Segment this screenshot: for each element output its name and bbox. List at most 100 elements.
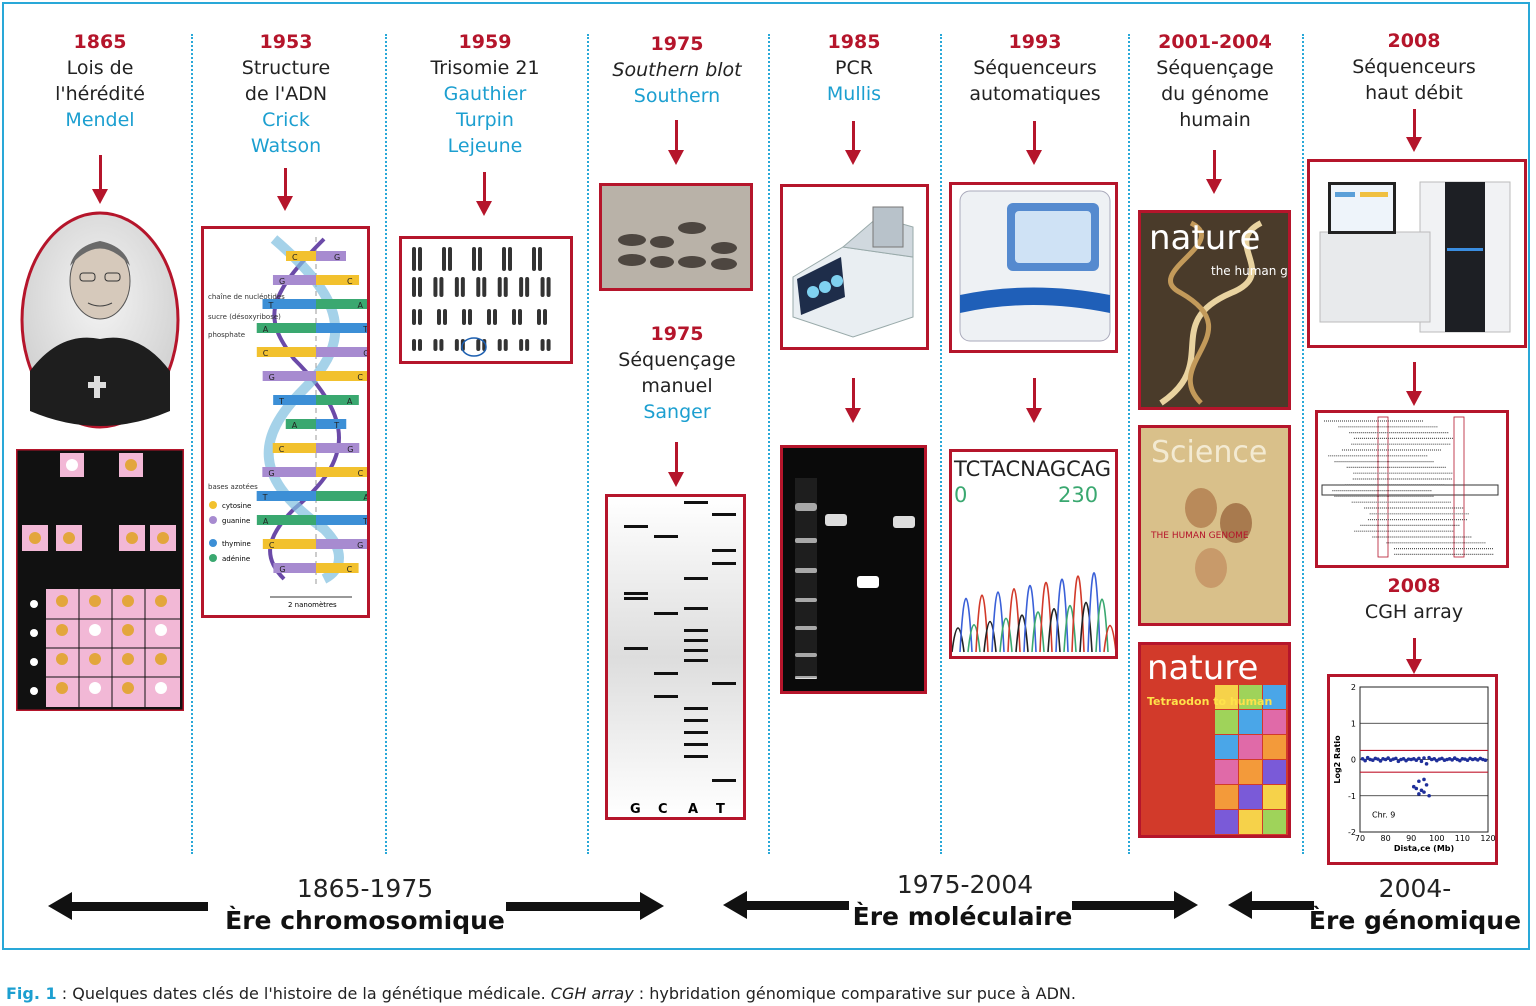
trace-peak <box>1063 604 1077 653</box>
down-arrow-icon <box>845 378 861 423</box>
data-point <box>1417 779 1421 784</box>
data-point <box>1450 758 1454 762</box>
data-point <box>1424 783 1429 787</box>
cover-title: Science <box>1151 435 1267 470</box>
data-point <box>1458 758 1462 763</box>
base-letter: G <box>363 349 367 358</box>
trace-peak <box>952 627 965 653</box>
mendel-cross-grid <box>16 449 184 711</box>
helix-label: phosphate <box>208 331 245 339</box>
scientist-name: Lejeune <box>447 135 523 157</box>
chromosome <box>418 309 422 325</box>
event-year: 1975 <box>650 323 704 345</box>
sanger-gel-image: G C A T <box>608 497 743 817</box>
base-letter: G <box>279 277 285 286</box>
chromosome <box>443 309 447 325</box>
gel-band <box>684 707 708 710</box>
base-letter: A <box>347 397 353 406</box>
base-letter: A <box>292 421 298 430</box>
base-pair <box>316 467 367 477</box>
chromosome <box>519 339 524 351</box>
base-pair <box>316 491 367 501</box>
tetraodon-tile <box>1215 710 1238 734</box>
base-letter: G <box>334 253 340 262</box>
event-line: de l'ADN <box>244 83 328 105</box>
y-tick-label: 2 <box>1351 683 1356 692</box>
event-year: 1975 <box>650 33 704 55</box>
gel-band <box>654 695 678 698</box>
data-point <box>1465 758 1470 763</box>
base-pair <box>256 347 316 357</box>
trace-peak <box>1095 598 1109 653</box>
base-letter: G <box>357 541 363 550</box>
chromatogram-image: TCTACNAGCAG 0 230 <box>952 457 1115 653</box>
base-letter: A <box>363 493 367 502</box>
nature-cover-2004: nature Tetraodon to human <box>1138 642 1291 838</box>
base-letter: C <box>292 253 298 262</box>
event-1865-mendel: 1865 Lois de l'hérédité Mendel <box>20 29 180 133</box>
event-line: haut débit <box>1365 82 1463 104</box>
event-2008-high-throughput: 2008 Séquenceurs haut débit <box>1334 28 1494 106</box>
gel-band <box>684 577 708 580</box>
x-tick-label: 120 <box>1480 834 1495 843</box>
chromosome <box>418 277 422 297</box>
event-1975-sanger-sequencing: 1975 Séquençage manuel Sanger <box>597 321 757 425</box>
caption-text: : hybridation génomique comparative sur … <box>633 984 1076 1003</box>
nature-cover-image: nature Tetraodon to human <box>1141 645 1288 835</box>
chromosome <box>543 309 547 325</box>
trace-peak <box>1047 608 1061 653</box>
cover-subtitle: THE HUMAN GENOME <box>1150 531 1249 541</box>
chromosome <box>503 339 508 351</box>
down-arrow-icon <box>1406 638 1422 674</box>
chromosome <box>497 277 502 297</box>
data-point <box>1424 762 1429 766</box>
science-cover-2001: Science THE HUMAN GENOME <box>1138 425 1291 626</box>
base-pair <box>316 347 367 357</box>
chromosome <box>462 309 466 325</box>
base-pair <box>262 467 316 477</box>
event-year: 1959 <box>458 31 512 53</box>
karyotype-panel <box>399 236 573 364</box>
scientist-name: Mullis <box>826 83 882 105</box>
gel-band <box>684 639 708 642</box>
data-point <box>1432 756 1437 761</box>
event-line: Southern blot <box>612 59 742 81</box>
event-year: 1985 <box>827 31 881 53</box>
base-pair <box>316 515 367 525</box>
column-divider <box>1128 34 1130 854</box>
scientist-name: Sanger <box>643 401 711 423</box>
chromosome <box>468 309 472 325</box>
event-line: Trisomie 21 <box>430 57 540 79</box>
trace-peak <box>1071 575 1085 653</box>
chromosome <box>525 277 530 297</box>
trace-peak <box>1087 572 1101 653</box>
trace-peak <box>1103 625 1115 653</box>
base-pair <box>262 539 316 549</box>
data-point <box>1396 759 1401 764</box>
gel-band <box>712 562 736 565</box>
scientist-name: Turpin <box>456 109 514 131</box>
right-arrow-icon <box>506 892 664 920</box>
helix-label: thymine <box>222 540 251 548</box>
position-right: 230 <box>1058 483 1098 507</box>
data-point <box>1427 755 1431 760</box>
data-point <box>1363 758 1367 763</box>
base-letter: G <box>268 469 274 478</box>
hts-machine-image <box>1319 181 1511 333</box>
base-pair <box>256 491 316 501</box>
down-arrow-icon <box>1406 362 1422 406</box>
sanger-gel-panel: G C A T <box>605 494 746 820</box>
chromosome <box>476 277 481 297</box>
cover-subtitle: the human genome <box>1211 264 1288 278</box>
scientist-name: Southern <box>633 85 721 107</box>
data-point <box>1422 790 1426 794</box>
column-divider <box>385 34 387 854</box>
base-pair <box>316 443 360 453</box>
down-arrow-icon <box>1406 109 1422 152</box>
chromosome <box>472 247 476 271</box>
chromosome <box>525 339 530 351</box>
scientist-name: Crick <box>262 109 310 131</box>
gel-band <box>684 607 708 610</box>
